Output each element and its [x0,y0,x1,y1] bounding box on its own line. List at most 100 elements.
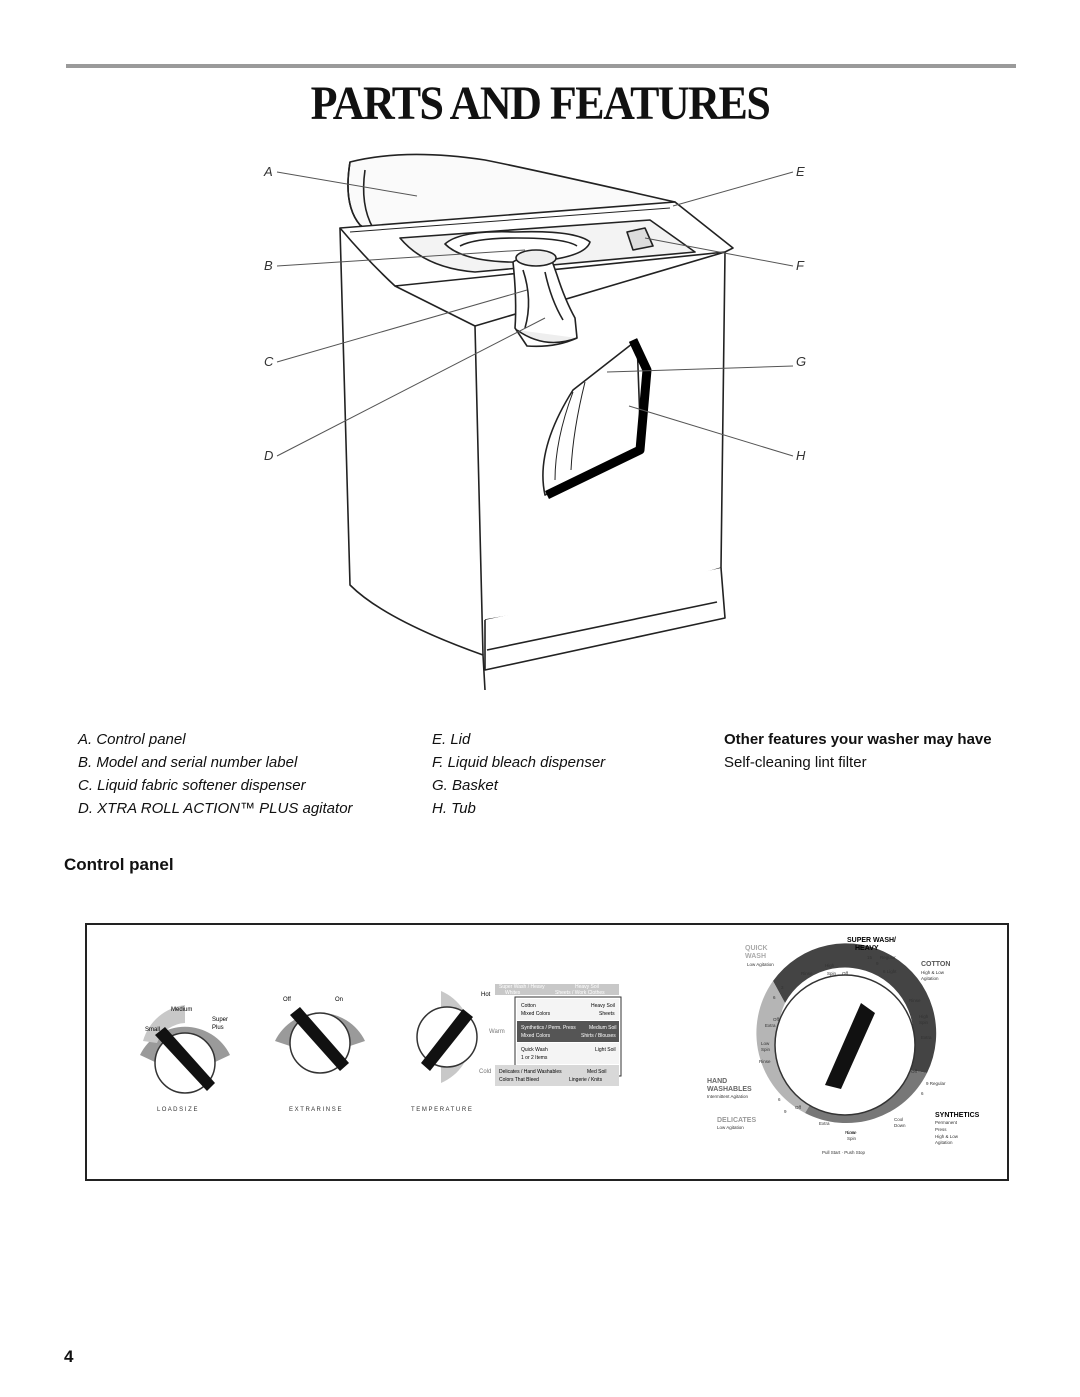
callout-g: G [796,354,806,369]
extra-rinse-knob[interactable] [275,1007,365,1074]
cotton-agitation-1: High & Low [921,970,945,975]
load-size-knob[interactable] [140,1005,230,1094]
callout-h: H [796,448,806,463]
temp-row-3-left: Mixed Colors [521,1011,551,1017]
washer-illustration: A B C D E F G H [263,153,806,690]
dial-9: 9 [876,961,879,966]
temp-row-5-right: Shirts / Blouses [581,1033,616,1039]
control-panel-heading: Control panel [64,855,174,874]
extra-rinse-label: E X T R A R I N S E [289,1107,341,1113]
dial-extra-right: Extra [921,1035,932,1040]
synth-agitation-1: High & Low [935,1134,959,1139]
other-features-heading: Other features your washer may have [724,731,992,748]
cycle-washables: WASHABLES [707,1086,752,1093]
dial-off-bottom: Off [795,1105,802,1110]
synth-agitation-2: Agitation [935,1140,953,1145]
dial-light: 6 Light [883,969,897,974]
part-d: D. XTRA ROLL ACTION™ PLUS agitator [78,800,353,817]
dial-rinse-top: Rinse [801,971,813,976]
dial-rinse-left: Rinse [759,1059,771,1064]
callout-f: F [796,258,805,273]
part-e: E. Lid [432,731,471,748]
temp-row-0-right: Heavy Soil [575,984,599,990]
temp-row-6-right: Light Soil [595,1047,616,1053]
dial-cool: Cool [894,1117,903,1122]
dial-rinse-right: Rinse [909,998,921,1003]
temp-row-8-right: Med Soil [587,1069,606,1075]
dial-low-left: Low [761,1041,770,1046]
temp-row-1-left: Whites [505,990,521,996]
temp-hot: Hot [481,992,491,998]
cycle-wash: WASH [745,953,766,960]
cycle-dial[interactable] [756,943,937,1124]
cycle-heavy: HEAVY [855,945,879,952]
load-size-label: L O A D S I Z E [157,1107,197,1113]
load-small: Small [145,1027,160,1033]
cycle-super-wash: SUPER WASH/ [847,937,896,944]
dial-extra-bottom: Extra [819,1121,830,1126]
temp-warm: Warm [489,1029,505,1035]
dial-extra-left: Extra [765,1023,776,1028]
callout-a: A [263,164,273,179]
dial-off-left: Off [773,1017,780,1022]
temperature-knob[interactable] [416,991,478,1083]
load-medium: Medium [171,1007,192,1013]
dial-down: Down [894,1123,906,1128]
part-b: B. Model and serial number label [78,754,298,771]
part-h: H. Tub [432,800,476,817]
temp-row-8-left: Delicates / Hand Washables [499,1069,562,1075]
temp-row-1-right: Sheets / Work Clothes [555,990,605,996]
dial-regular-9: 9 Regular [926,1081,946,1086]
page-number: 4 [64,1347,74,1366]
dial-6b: 6 [778,1097,781,1102]
load-plus: Plus [212,1025,224,1031]
cycle-delicates: DELICATES [717,1117,756,1124]
cycle-synthetics: SYNTHETICS [935,1112,980,1119]
load-super: Super [212,1017,228,1023]
temp-row-3-right: Sheets [599,1011,615,1017]
dial-regular: Regular [880,955,896,960]
rinse-off: Off [283,997,291,1003]
temp-row-2-left: Cotton [521,1003,536,1009]
synth-permanent: Permanent [935,1120,958,1125]
dial-15: 15 [867,955,873,960]
synth-press: Press [935,1127,947,1132]
rinse-on: On [335,997,343,1003]
dial-off-top: Off [842,971,849,976]
dial-3: 3 [781,985,784,990]
temp-row-9-left: Colors That Bleed [499,1077,539,1083]
page-title: PARTS AND FEATURES [310,77,771,130]
temp-row-2-right: Heavy Soil [591,1003,615,1009]
dial-off-right: Off [911,1069,918,1074]
part-g: G. Basket [432,777,498,794]
temp-row-9-right: Lingerie / Knits [569,1077,603,1083]
dial-spin-bottom: Spin [847,1136,857,1141]
cycle-hand: HAND [707,1078,727,1085]
temp-row-4-right: Medium Soil [589,1025,617,1031]
part-f: F. Liquid bleach dispenser [432,754,606,771]
delicates-low-agitation: Low Agitation [717,1125,744,1130]
other-features-item: Self-cleaning lint filter [724,754,867,771]
callout-e: E [796,164,805,179]
callout-b: B [264,258,273,273]
temp-row-5-left: Mixed Colors [521,1033,551,1039]
dial-spin-left: Spin [761,1047,771,1052]
cycle-cotton: COTTON [921,961,950,968]
cycle-quick: QUICK [745,945,768,952]
pull-start-push-stop: Pull Start · Push Stop [822,1150,866,1155]
temp-cold: Cold [479,1069,491,1075]
dial-6c: 6 [921,1091,924,1096]
dial-high-right: High [919,1014,929,1019]
callout-d: D [264,448,273,463]
temp-row-6-left: Quick Wash [521,1047,548,1053]
hand-intermittent: Intermittent Agitation [707,1094,749,1099]
dial-9b: 9 [784,1109,787,1114]
dial-low-bottom: Low [847,1130,856,1135]
part-c: C. Liquid fabric softener dispenser [78,777,306,794]
cotton-agitation-2: Agitation [921,976,939,981]
part-a: A. Control panel [78,731,186,748]
temp-row-7-left: 1 or 2 Items [521,1055,548,1061]
dial-spin-top: Spin [827,971,837,976]
dial-rinse-bottom: Rinse [845,1130,857,1135]
dial-spin-right: Spin [919,1020,929,1025]
